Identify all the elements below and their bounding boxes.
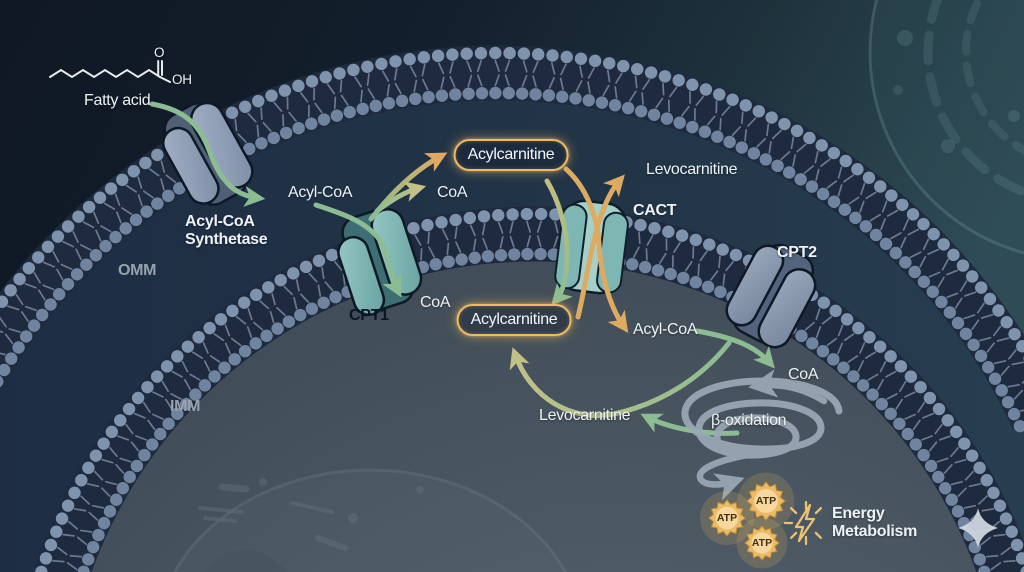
coa-label-upper: CoA (437, 184, 468, 201)
arrow-cpt1-to-coa (374, 181, 427, 214)
fatty-acid-structure (49, 60, 171, 83)
coa-label-matrix: CoA (788, 366, 819, 383)
imm-label: IMM (170, 398, 201, 415)
arrow-levocarnitine-to-acylcarnitine (509, 340, 732, 418)
acyl-coa-synthetase-label-line2: Synthetase (185, 231, 268, 249)
atp-label-1: ATP (716, 512, 738, 524)
cpt2-protein (725, 243, 817, 349)
acyl-coa-synthetase-label: Acyl-CoA Synthetase (185, 213, 268, 250)
energy-metabolism-label-line2: Metabolism (832, 523, 918, 541)
acylcarnitine-pill-lower: Acylcarnitine (456, 304, 572, 336)
arrow-acylcarnitine-to-acyl-coa-matrix (563, 166, 629, 334)
coa-label-lower: CoA (420, 294, 451, 311)
chem-oxygen-label: O (154, 45, 165, 60)
arrow-spiral-to-levocarnitine (640, 413, 740, 436)
lightning-bolt-icon (783, 500, 822, 546)
fatty-acid-label: Fatty acid (84, 92, 151, 109)
arrow-acyl-coa-through-cpt1 (313, 202, 402, 298)
energy-metabolism-label-line1: Energy (832, 505, 885, 522)
ghost-nucleus-illustration (172, 468, 568, 572)
pathway-arrows (149, 101, 775, 436)
acylcarnitine-pill-upper: Acylcarnitine (453, 139, 569, 171)
acyl-coa-label-ims: Acyl-CoA (288, 184, 353, 201)
atp-label-2: ATP (755, 495, 777, 507)
atp-burst-icons (700, 472, 795, 569)
cpt2-label: CPT2 (777, 244, 817, 261)
atp-label-3: ATP (751, 537, 773, 549)
beta-oxidation-spiral (681, 369, 843, 501)
omm-label: OMM (118, 262, 157, 279)
ghost-cell-illustration (868, 0, 1024, 255)
levocarnitine-label-top: Levocarnitine (646, 161, 738, 178)
cpt1-label: CPT1 (349, 307, 389, 324)
acyl-coa-synthetase-label-line1: Acyl-CoA (185, 213, 255, 230)
energy-metabolism-label: Energy Metabolism (832, 505, 917, 542)
beta-oxidation-label: β-oxidation (711, 412, 787, 429)
arrow-acylcarnitine-through-cact (544, 178, 573, 306)
acyl-coa-label-matrix: Acyl-CoA (633, 321, 698, 338)
four-point-star-icon (958, 508, 998, 548)
arrow-through-cact-to-levocarnitine (575, 174, 625, 320)
arrow-acyl-coa-to-coa-matrix (694, 328, 775, 369)
cact-label: CACT (633, 202, 677, 219)
chem-hydroxyl-label: OH (172, 72, 192, 87)
arrow-fatty-acid-to-acyl-coa (149, 101, 266, 207)
levocarnitine-label-bottom: Levocarnitine (539, 407, 631, 424)
